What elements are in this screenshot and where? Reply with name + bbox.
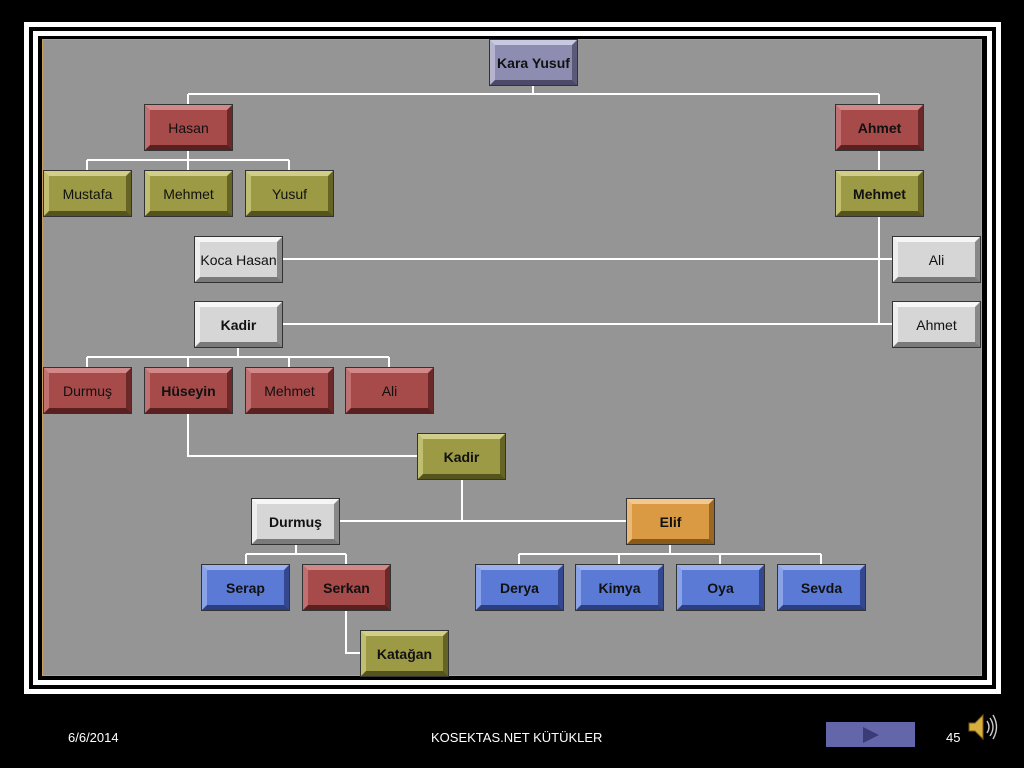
node-label: Mehmet (853, 185, 906, 202)
node-mustafa: Mustafa (43, 170, 132, 217)
node-ahmet-top: Ahmet (835, 104, 924, 151)
node-label: Mehmet (264, 382, 315, 399)
node-ali-kadir: Ali (345, 367, 434, 414)
node-label: Elif (659, 513, 682, 530)
connector-elif-children (518, 544, 822, 565)
node-huseyin: Hüseyin (144, 367, 233, 414)
node-label: Durmuş (269, 513, 322, 530)
node-katagan: Katağan (360, 630, 449, 677)
node-label: Yusuf (271, 185, 308, 202)
node-koca-hasan: Koca Hasan (194, 236, 283, 283)
node-durmus-left: Durmuş (43, 367, 132, 414)
node-label: Ahmet (916, 316, 957, 333)
connector-mehmet-sons (878, 216, 893, 324)
connector-kadir-durmus-elif (339, 478, 627, 522)
node-label: Kadir (220, 316, 257, 333)
node-elif: Elif (626, 498, 715, 545)
node-label: Kara Yusuf (497, 54, 570, 71)
node-label: Mustafa (62, 185, 113, 202)
node-label: Serkan (323, 579, 370, 596)
node-label: Oya (707, 579, 734, 596)
node-oya: Oya (676, 564, 765, 611)
footer-page-number: 45 (946, 730, 961, 745)
connector-hasan-children (86, 150, 290, 171)
connector-karayusuf-children (187, 84, 880, 105)
node-label: Katağan (376, 645, 433, 662)
speaker-icon[interactable] (966, 710, 1000, 744)
node-label: Derya (500, 579, 539, 596)
node-kara-yusuf: Kara Yusuf (489, 39, 578, 86)
node-label: Ali (928, 251, 945, 268)
node-label: Kadir (443, 448, 480, 465)
connector-kadir-children (86, 347, 390, 368)
node-label: Serap (226, 579, 265, 596)
next-arrow-icon (862, 726, 879, 743)
node-durmus-lower: Durmuş (251, 498, 340, 545)
node-label: Hasan (168, 119, 209, 136)
node-ali-right: Ali (892, 236, 981, 283)
node-serkan: Serkan (302, 564, 391, 611)
next-slide-button[interactable] (826, 722, 915, 747)
connector-huseyin-kadir (187, 413, 418, 457)
node-label: Mehmet (163, 185, 214, 202)
footer-date: 6/6/2014 (68, 730, 119, 745)
node-label: Kimya (598, 579, 641, 596)
node-kimya: Kimya (575, 564, 664, 611)
node-mehmet-ahmet: Mehmet (835, 170, 924, 217)
node-sevda: Sevda (777, 564, 866, 611)
connector-durmus-children (245, 544, 347, 565)
node-label: Hüseyin (161, 382, 216, 399)
node-hasan: Hasan (144, 104, 233, 151)
node-kadir-middle: Kadir (417, 433, 506, 480)
node-label: Ahmet (857, 119, 902, 136)
footer-title: KOSEKTAS.NET KÜTÜKLER (431, 730, 603, 745)
node-label: Ali (381, 382, 398, 399)
node-yusuf: Yusuf (245, 170, 334, 217)
node-mehmet-hasan: Mehmet (144, 170, 233, 217)
node-mehmet-kadir: Mehmet (245, 367, 334, 414)
node-ahmet-right: Ahmet (892, 301, 981, 348)
node-label: Durmuş (62, 382, 112, 399)
node-kadir-upper: Kadir (194, 301, 283, 348)
node-derya: Derya (475, 564, 564, 611)
node-label: Koca Hasan (200, 251, 277, 268)
connector-serkan-katagan (345, 610, 361, 654)
node-label: Sevda (800, 579, 843, 596)
node-serap: Serap (201, 564, 290, 611)
